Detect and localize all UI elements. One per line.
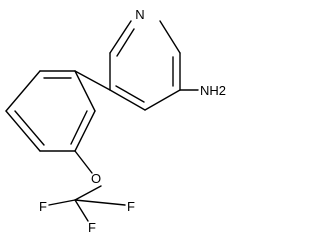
atom-label-ether-o: O (91, 171, 101, 186)
bond-c6-n (109, 20, 132, 54)
atom-label-amine: NH2 (200, 83, 226, 98)
bond-b6-b1 (74, 70, 96, 112)
pyridine-ring (109, 20, 181, 111)
bond-b5-o (74, 150, 93, 174)
bond-b5-b6-inner (70, 110, 88, 145)
bond-c-f-bottom (74, 199, 89, 222)
bond-c-f-right (74, 199, 126, 206)
chemical-structure: N NH2 O F F F (5, 7, 226, 235)
bond-biaryl (74, 70, 111, 91)
bond-c4-c5-inner (115, 85, 145, 103)
bond-c3-c4 (144, 89, 181, 111)
bond-c4-c5 (109, 89, 146, 111)
bond-b3-b4 (5, 110, 41, 152)
atom-label-fluorine-bottom: F (88, 220, 96, 235)
bond-n-c2 (159, 20, 181, 54)
bond-b2-b3 (5, 70, 41, 112)
benzene-ring (5, 70, 96, 152)
bond-c6-n-inner (116, 28, 135, 57)
atom-label-fluorine-left: F (39, 199, 47, 214)
bond-b3-b4-inner (14, 110, 45, 146)
atom-label-fluorine-right: F (127, 199, 135, 214)
bond-c-f-left (48, 199, 76, 206)
atom-label-pyridine-n: N (135, 7, 144, 22)
bond-b5-b6 (74, 110, 96, 152)
bond-o-c (74, 185, 102, 201)
